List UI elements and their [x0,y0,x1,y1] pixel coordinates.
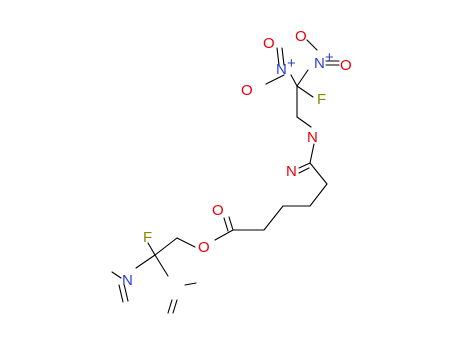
oxygen-atom: O [263,35,275,52]
nitrogen-atom: N [314,55,325,72]
oxygen-atom: O [241,82,253,99]
atom-labels: F N + O O N + O O N N O O F N nitrogen N [122,28,352,289]
bond [306,39,318,51]
bond [281,47,285,66]
nitrogen-atom: N [276,61,287,78]
bonds [111,39,340,314]
bond [290,74,298,87]
nitro-charge: + [287,55,296,72]
bond [298,162,311,169]
bond [309,162,328,185]
bond [223,217,229,232]
bond [228,216,234,231]
bond [296,116,312,128]
oxygen-atom: O [212,202,224,219]
bond [276,47,280,66]
bond [214,229,234,241]
bond [296,69,309,87]
bond [118,284,124,303]
bond [309,183,328,207]
bond [135,254,156,269]
bond [176,237,196,248]
bond [167,299,173,314]
oxygen-atom: N [307,129,318,146]
nitrogen-atom: N [122,272,133,289]
oxygen-atom: N [286,163,297,180]
bond [298,167,310,174]
nitro-charge: + [325,49,334,66]
bond [172,299,178,314]
bond [184,282,197,286]
bond [123,283,129,302]
bond [263,205,284,231]
bond [296,85,314,98]
fluorine-atom: F [143,229,152,246]
oxygen-atom: O [198,239,210,256]
bond [154,237,178,256]
bond [154,254,169,277]
bond [111,271,122,279]
bond [309,143,315,164]
bond [147,242,156,256]
fluorine-atom: F [317,91,326,108]
oxygen-atom: O [340,57,352,74]
bond [265,74,285,85]
oxygen-atom: O [295,28,307,45]
